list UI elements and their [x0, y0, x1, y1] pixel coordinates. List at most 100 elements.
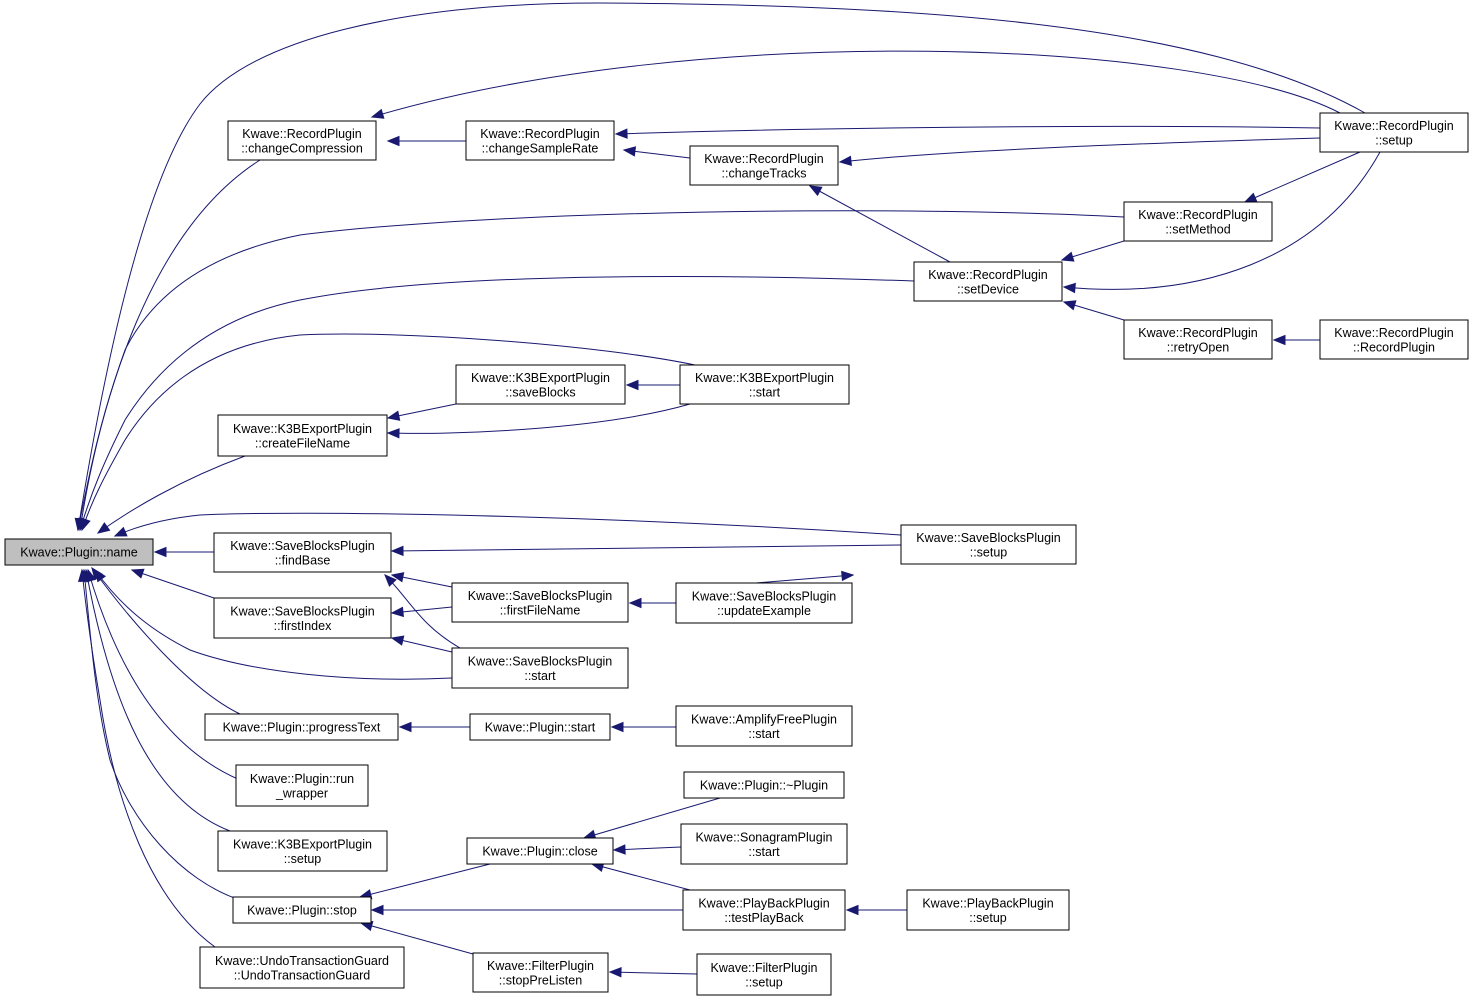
function-node[interactable]: Kwave::RecordPlugin::setMethod [1123, 201, 1273, 242]
arrowhead [1062, 282, 1076, 294]
call-edge [76, 159, 261, 532]
call-edge [845, 904, 907, 916]
function-node[interactable]: Kwave::RecordPlugin::retryOpen [1123, 319, 1273, 360]
node-label: Kwave::K3BExportPlugin [233, 837, 372, 851]
node-label: ::stopPreListen [499, 973, 582, 987]
node-label: ::setup [284, 852, 322, 866]
node-label: ::RecordPlugin [1353, 340, 1435, 354]
function-node[interactable]: Kwave::PlayBackPlugin::testPlayBack [682, 889, 846, 931]
arrowhead [370, 108, 385, 119]
function-node[interactable]: Kwave::K3BExportPlugin::setup [217, 830, 388, 872]
call-edge [390, 544, 902, 557]
node-label: Kwave::RecordPlugin [1334, 326, 1454, 340]
function-node[interactable]: Kwave::Plugin::progressText [204, 713, 399, 741]
node-box [1319, 112, 1469, 153]
function-node[interactable]: Kwave::K3BExportPlugin::createFileName [217, 414, 388, 457]
function-node[interactable]: Kwave::Plugin::name [4, 538, 154, 566]
node-box [906, 889, 1070, 931]
call-edge [77, 568, 216, 948]
node-box [469, 713, 611, 741]
function-node[interactable]: Kwave::SaveBlocksPlugin::setup [900, 524, 1077, 565]
node-box [465, 120, 615, 161]
function-node[interactable]: Kwave::SaveBlocksPlugin::firstFileName [451, 582, 629, 623]
function-node[interactable]: Kwave::RecordPlugin::changeTracks [689, 145, 839, 186]
function-node[interactable]: Kwave::SaveBlocksPlugin::findBase [213, 532, 392, 573]
function-node[interactable]: Kwave::SaveBlocksPlugin::firstIndex [213, 597, 392, 639]
node-label: Kwave::UndoTransactionGuard [215, 954, 389, 968]
node-label: ::firstFileName [500, 603, 581, 617]
arrowhead [1060, 251, 1075, 262]
edge-line [839, 137, 1321, 163]
node-label: ::findBase [275, 553, 331, 567]
node-label: Kwave::PlayBackPlugin [698, 896, 829, 910]
edge-line [583, 797, 721, 839]
function-node[interactable]: Kwave::K3BExportPlugin::saveBlocks [455, 364, 626, 405]
arrowhead [1272, 334, 1286, 346]
function-node[interactable]: Kwave::RecordPlugin::changeCompression [227, 120, 377, 161]
node-label: Kwave::Plugin::stop [247, 904, 357, 918]
arrowhead [113, 526, 128, 537]
arrowhead [77, 568, 89, 582]
edge-line [114, 512, 902, 537]
function-node[interactable]: Kwave::FilterPlugin::setup [696, 953, 832, 996]
function-node[interactable]: Kwave::Plugin::close [466, 837, 614, 865]
edge-line [131, 569, 215, 599]
node-box [689, 145, 839, 186]
node-box [217, 414, 388, 457]
function-node[interactable]: Kwave::Plugin::~Plugin [683, 771, 845, 799]
node-box [1123, 201, 1273, 242]
node-box [683, 771, 845, 799]
call-edge [390, 572, 453, 588]
edge-line [809, 185, 951, 263]
function-node[interactable]: Kwave::UndoTransactionGuard::UndoTransac… [199, 946, 405, 989]
edge-line [387, 403, 457, 419]
call-edge [398, 721, 470, 733]
function-node[interactable]: Kwave::AmplifyFreePlugin::start [675, 705, 853, 747]
node-label: Kwave::SaveBlocksPlugin [230, 604, 375, 618]
function-node[interactable]: Kwave::K3BExportPlugin::start [679, 364, 850, 405]
function-node[interactable]: Kwave::PlayBackPlugin::setup [906, 889, 1070, 931]
edge-line [79, 275, 915, 531]
call-edge [622, 146, 691, 159]
function-node[interactable]: Kwave::RecordPlugin::setup [1319, 112, 1469, 153]
function-node[interactable]: Kwave::RecordPlugin::changeSampleRate [465, 120, 615, 161]
function-node[interactable]: Kwave::SaveBlocksPlugin::start [451, 647, 629, 689]
function-node[interactable]: Kwave::Plugin::run_wrapper [235, 764, 369, 807]
arrowhead [398, 721, 412, 733]
call-edge [96, 455, 246, 534]
node-label: ::saveBlocks [505, 385, 575, 399]
edge-line [87, 569, 241, 781]
edge-line [77, 2, 1366, 531]
function-node[interactable]: Kwave::SaveBlocksPlugin::updateExample [675, 582, 853, 624]
call-edge [390, 606, 453, 618]
function-node[interactable]: Kwave::FilterPlugin::stopPreListen [472, 952, 609, 993]
call-edge [386, 403, 691, 439]
edge-line [91, 567, 241, 715]
node-label: Kwave::FilterPlugin [711, 961, 818, 975]
node-label: Kwave::RecordPlugin [1138, 208, 1258, 222]
function-node[interactable]: Kwave::Plugin::start [469, 713, 611, 741]
function-node[interactable]: Kwave::Plugin::stop [232, 896, 372, 924]
node-label: Kwave::RecordPlugin [480, 127, 600, 141]
call-edge [91, 566, 241, 715]
node-label: Kwave::K3BExportPlugin [471, 371, 610, 385]
node-label: Kwave::SaveBlocksPlugin [692, 589, 837, 603]
node-label: ::setup [1375, 133, 1413, 147]
call-edge [153, 546, 214, 558]
node-box [213, 597, 392, 639]
call-edge [386, 135, 466, 147]
node-label: Kwave::SaveBlocksPlugin [230, 539, 375, 553]
call-nodes: Kwave::Plugin::name Kwave::RecordPlugin::… [4, 112, 1469, 996]
function-node[interactable]: Kwave::RecordPlugin::setDevice [913, 261, 1063, 302]
arrowhead [841, 570, 855, 582]
edge-line [81, 333, 696, 531]
node-label: Kwave::RecordPlugin [242, 127, 362, 141]
function-node[interactable]: Kwave::SonagramPlugin::start [680, 823, 848, 865]
node-label: Kwave::SaveBlocksPlugin [916, 531, 1061, 545]
function-node[interactable]: Kwave::RecordPlugin::RecordPlugin [1319, 319, 1469, 360]
arrowhead [370, 904, 384, 916]
edge-line [79, 159, 261, 531]
node-label: Kwave::AmplifyFreePlugin [691, 712, 837, 726]
node-box [213, 532, 392, 573]
node-box [679, 364, 850, 405]
